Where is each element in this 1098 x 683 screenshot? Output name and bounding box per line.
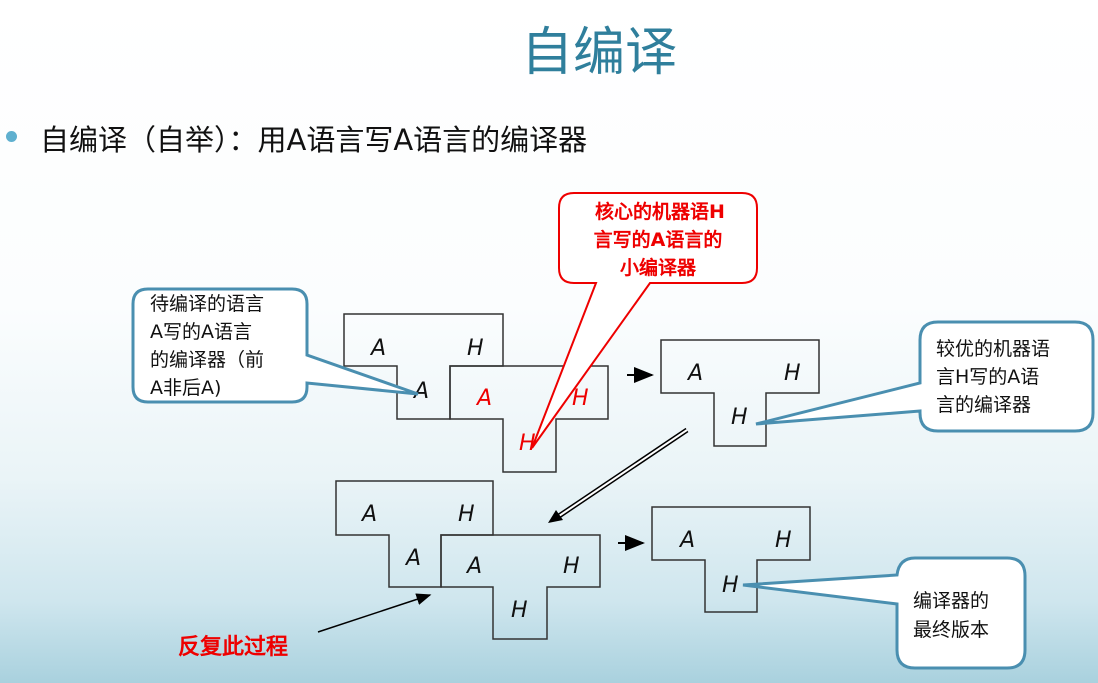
callout-final-line: 最终版本 bbox=[913, 619, 989, 641]
t6-right: H bbox=[775, 528, 792, 553]
t3-right: H bbox=[784, 361, 801, 386]
callout-source bbox=[131, 287, 419, 404]
callout-core-line: 言写的A语言的 bbox=[594, 228, 723, 251]
callout-source-line: A写的A语言 bbox=[150, 321, 252, 343]
t-diagram-5 bbox=[440, 534, 601, 640]
callout-core bbox=[531, 192, 758, 449]
callout-better-line: 较优的机器语 bbox=[936, 338, 1050, 360]
callout-core-line: 核心的机器语H bbox=[595, 200, 725, 223]
t5-left: A bbox=[465, 554, 482, 579]
t-diagram-6 bbox=[651, 506, 811, 613]
callout-final-line: 编译器的 bbox=[913, 590, 989, 612]
callout-better-line: 言H写的A语 bbox=[936, 366, 1039, 388]
t4-left: A bbox=[360, 502, 377, 527]
t4-bottom: A bbox=[404, 546, 421, 571]
t2-bottom: H bbox=[519, 431, 536, 456]
callout-source-line: 待编译的语言 bbox=[150, 293, 264, 315]
t3-bottom: H bbox=[731, 405, 748, 430]
t1-right: H bbox=[467, 336, 484, 361]
repeat-arrow-icon bbox=[317, 593, 432, 633]
t4-right: H bbox=[458, 502, 475, 527]
callout-final bbox=[742, 556, 1027, 670]
double-arrow-icon bbox=[548, 427, 689, 523]
t6-bottom: H bbox=[722, 573, 739, 598]
t2-left: A bbox=[475, 386, 492, 411]
bullet-icon bbox=[6, 131, 17, 142]
callout-better bbox=[755, 320, 1095, 433]
callout-core-line: 小编译器 bbox=[620, 256, 697, 279]
t1-bottom: A bbox=[412, 379, 429, 404]
t2-right: H bbox=[572, 386, 589, 411]
slide-title: 自编译 bbox=[520, 23, 677, 83]
t1-left: A bbox=[369, 336, 386, 361]
t6-left: A bbox=[678, 528, 695, 553]
t5-right: H bbox=[563, 554, 580, 579]
bullet-text: 自编译（自举）：用A语言写A语言的编译器 bbox=[40, 123, 588, 157]
callout-source-line: 的编译器（前 bbox=[150, 349, 264, 371]
callout-source-line: A非后A) bbox=[150, 377, 221, 399]
repeat-label: 反复此过程 bbox=[178, 634, 288, 660]
t5-bottom: H bbox=[511, 598, 528, 623]
t-diagram-3 bbox=[660, 339, 820, 447]
t3-left: A bbox=[686, 361, 703, 386]
t-diagram-2 bbox=[449, 365, 609, 473]
callout-better-line: 言的编译器 bbox=[936, 394, 1031, 416]
